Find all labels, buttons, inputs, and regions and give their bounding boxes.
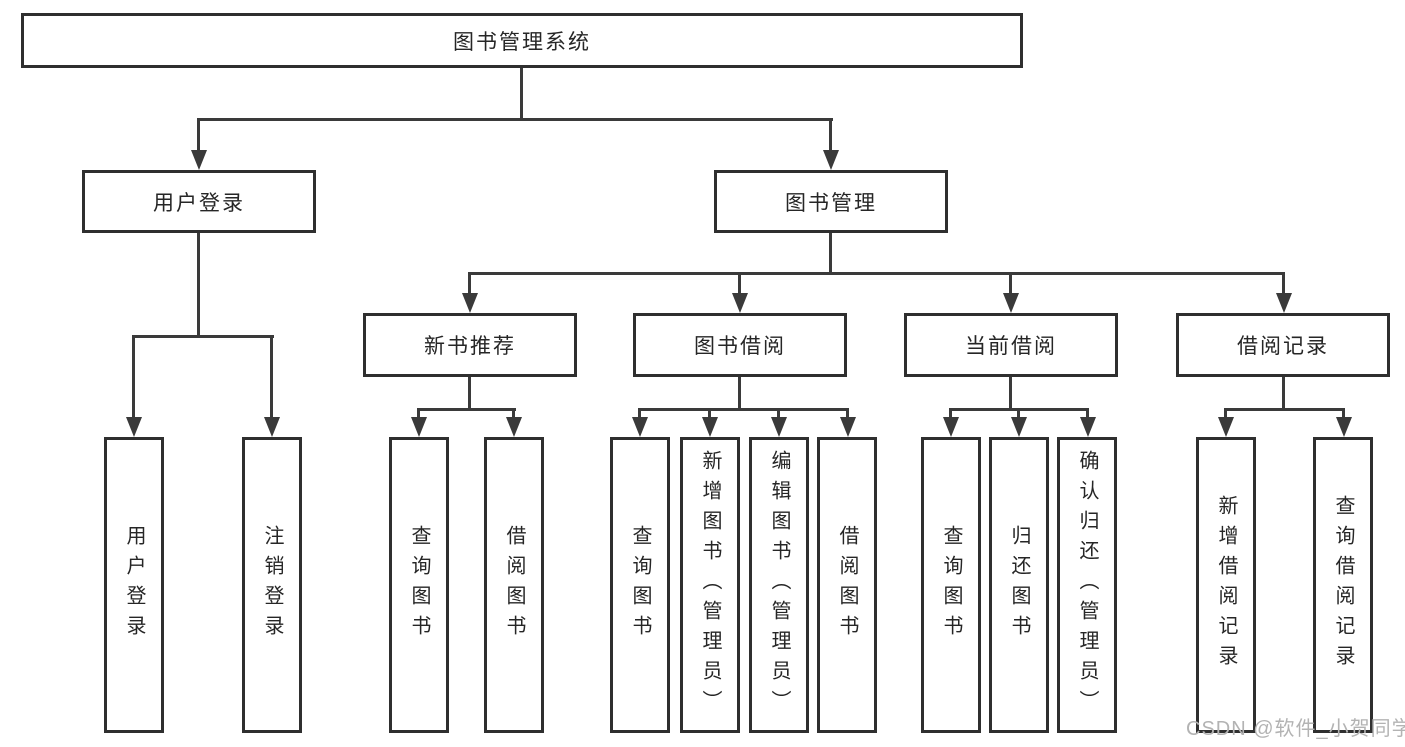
node-label: 图书借阅 bbox=[694, 335, 786, 358]
leaf-label: 新增借阅记录 bbox=[1215, 495, 1237, 675]
connector-line bbox=[1224, 408, 1227, 420]
arrowhead-icon bbox=[771, 417, 787, 437]
connector-line bbox=[468, 272, 471, 295]
connector-line bbox=[1009, 272, 1012, 295]
arrowhead-icon bbox=[191, 150, 207, 170]
connector-line bbox=[270, 335, 273, 419]
leaf-add-borrow-record: 新增借阅记录 bbox=[1196, 437, 1256, 733]
leaf-query-books-current: 查询图书 bbox=[921, 437, 981, 733]
connector-line bbox=[829, 233, 832, 274]
leaf-label: 查询图书 bbox=[629, 525, 651, 645]
arrowhead-icon bbox=[411, 417, 427, 437]
leaf-label: 确认归还（管理员） bbox=[1076, 450, 1098, 720]
arrowhead-icon bbox=[943, 417, 959, 437]
leaf-label: 注销登录 bbox=[261, 525, 283, 645]
arrowhead-icon bbox=[840, 417, 856, 437]
leaf-label: 借阅图书 bbox=[836, 525, 858, 645]
arrowhead-icon bbox=[1080, 417, 1096, 437]
arrowhead-icon bbox=[506, 417, 522, 437]
node-borrow-records: 借阅记录 bbox=[1176, 313, 1390, 377]
leaf-confirm-return-admin: 确认归还（管理员） bbox=[1057, 437, 1117, 733]
connector-line bbox=[1282, 272, 1285, 295]
connector-line bbox=[417, 408, 516, 411]
node-label: 当前借阅 bbox=[965, 335, 1057, 358]
leaf-borrow-books: 借阅图书 bbox=[817, 437, 877, 733]
connector-line bbox=[197, 118, 833, 121]
node-root-library-system: 图书管理系统 bbox=[21, 13, 1023, 68]
connector-line bbox=[638, 408, 849, 411]
arrowhead-icon bbox=[1336, 417, 1352, 437]
node-new-book-recommend: 新书推荐 bbox=[363, 313, 577, 377]
arrowhead-icon bbox=[702, 417, 718, 437]
arrowhead-icon bbox=[264, 417, 280, 437]
connector-line bbox=[777, 408, 780, 420]
node-user-login: 用户登录 bbox=[82, 170, 316, 233]
leaf-query-books-borrow: 查询图书 bbox=[610, 437, 670, 733]
connector-line bbox=[1009, 377, 1012, 410]
csdn-watermark: CSDN @软件_小贺同学 bbox=[1186, 718, 1405, 740]
connector-line bbox=[738, 377, 741, 410]
arrowhead-icon bbox=[1003, 293, 1019, 313]
connector-line bbox=[1282, 377, 1285, 410]
leaf-label: 查询图书 bbox=[940, 525, 962, 645]
connector-line bbox=[638, 408, 641, 420]
leaf-user-login: 用户登录 bbox=[104, 437, 164, 733]
connector-line bbox=[949, 408, 952, 420]
connector-line bbox=[738, 272, 741, 295]
node-current-borrow: 当前借阅 bbox=[904, 313, 1118, 377]
connector-line bbox=[197, 233, 200, 337]
leaf-label: 新增图书（管理员） bbox=[699, 450, 721, 720]
connector-line bbox=[1224, 408, 1345, 411]
leaf-edit-books-admin: 编辑图书（管理员） bbox=[749, 437, 809, 733]
connector-line bbox=[846, 408, 849, 420]
leaf-query-books-recommend: 查询图书 bbox=[389, 437, 449, 733]
leaf-label: 查询借阅记录 bbox=[1332, 495, 1354, 675]
arrowhead-icon bbox=[632, 417, 648, 437]
arrowhead-icon bbox=[462, 293, 478, 313]
connector-line bbox=[1086, 408, 1089, 420]
leaf-add-books-admin: 新增图书（管理员） bbox=[680, 437, 740, 733]
arrowhead-icon bbox=[1276, 293, 1292, 313]
leaf-label: 借阅图书 bbox=[503, 525, 525, 645]
connector-line bbox=[1017, 408, 1020, 420]
connector-line bbox=[512, 408, 515, 420]
leaf-label: 编辑图书（管理员） bbox=[768, 450, 790, 720]
connector-line bbox=[197, 118, 200, 152]
leaf-return-books: 归还图书 bbox=[989, 437, 1049, 733]
leaf-borrow-books-recommend: 借阅图书 bbox=[484, 437, 544, 733]
node-label: 新书推荐 bbox=[424, 335, 516, 358]
node-label: 图书管理系统 bbox=[453, 30, 591, 54]
leaf-logout: 注销登录 bbox=[242, 437, 302, 733]
arrowhead-icon bbox=[1218, 417, 1234, 437]
arrowhead-icon bbox=[126, 417, 142, 437]
node-book-management: 图书管理 bbox=[714, 170, 948, 233]
connector-line bbox=[520, 68, 523, 121]
connector-line bbox=[829, 118, 832, 152]
arrowhead-icon bbox=[1011, 417, 1027, 437]
connector-line bbox=[417, 408, 420, 420]
connector-line bbox=[132, 335, 135, 419]
leaf-label: 用户登录 bbox=[123, 525, 145, 645]
node-label: 用户登录 bbox=[153, 191, 245, 215]
arrowhead-icon bbox=[732, 293, 748, 313]
connector-line bbox=[708, 408, 711, 420]
leaf-label: 归还图书 bbox=[1008, 525, 1030, 645]
leaf-label: 查询图书 bbox=[408, 525, 430, 645]
arrowhead-icon bbox=[823, 150, 839, 170]
connector-line bbox=[468, 272, 1285, 275]
connector-line bbox=[1342, 408, 1345, 420]
node-label: 图书管理 bbox=[785, 191, 877, 215]
node-label: 借阅记录 bbox=[1237, 335, 1329, 358]
connector-line bbox=[468, 377, 471, 410]
leaf-query-borrow-record: 查询借阅记录 bbox=[1313, 437, 1373, 733]
connector-line bbox=[132, 335, 274, 338]
node-book-borrow: 图书借阅 bbox=[633, 313, 847, 377]
